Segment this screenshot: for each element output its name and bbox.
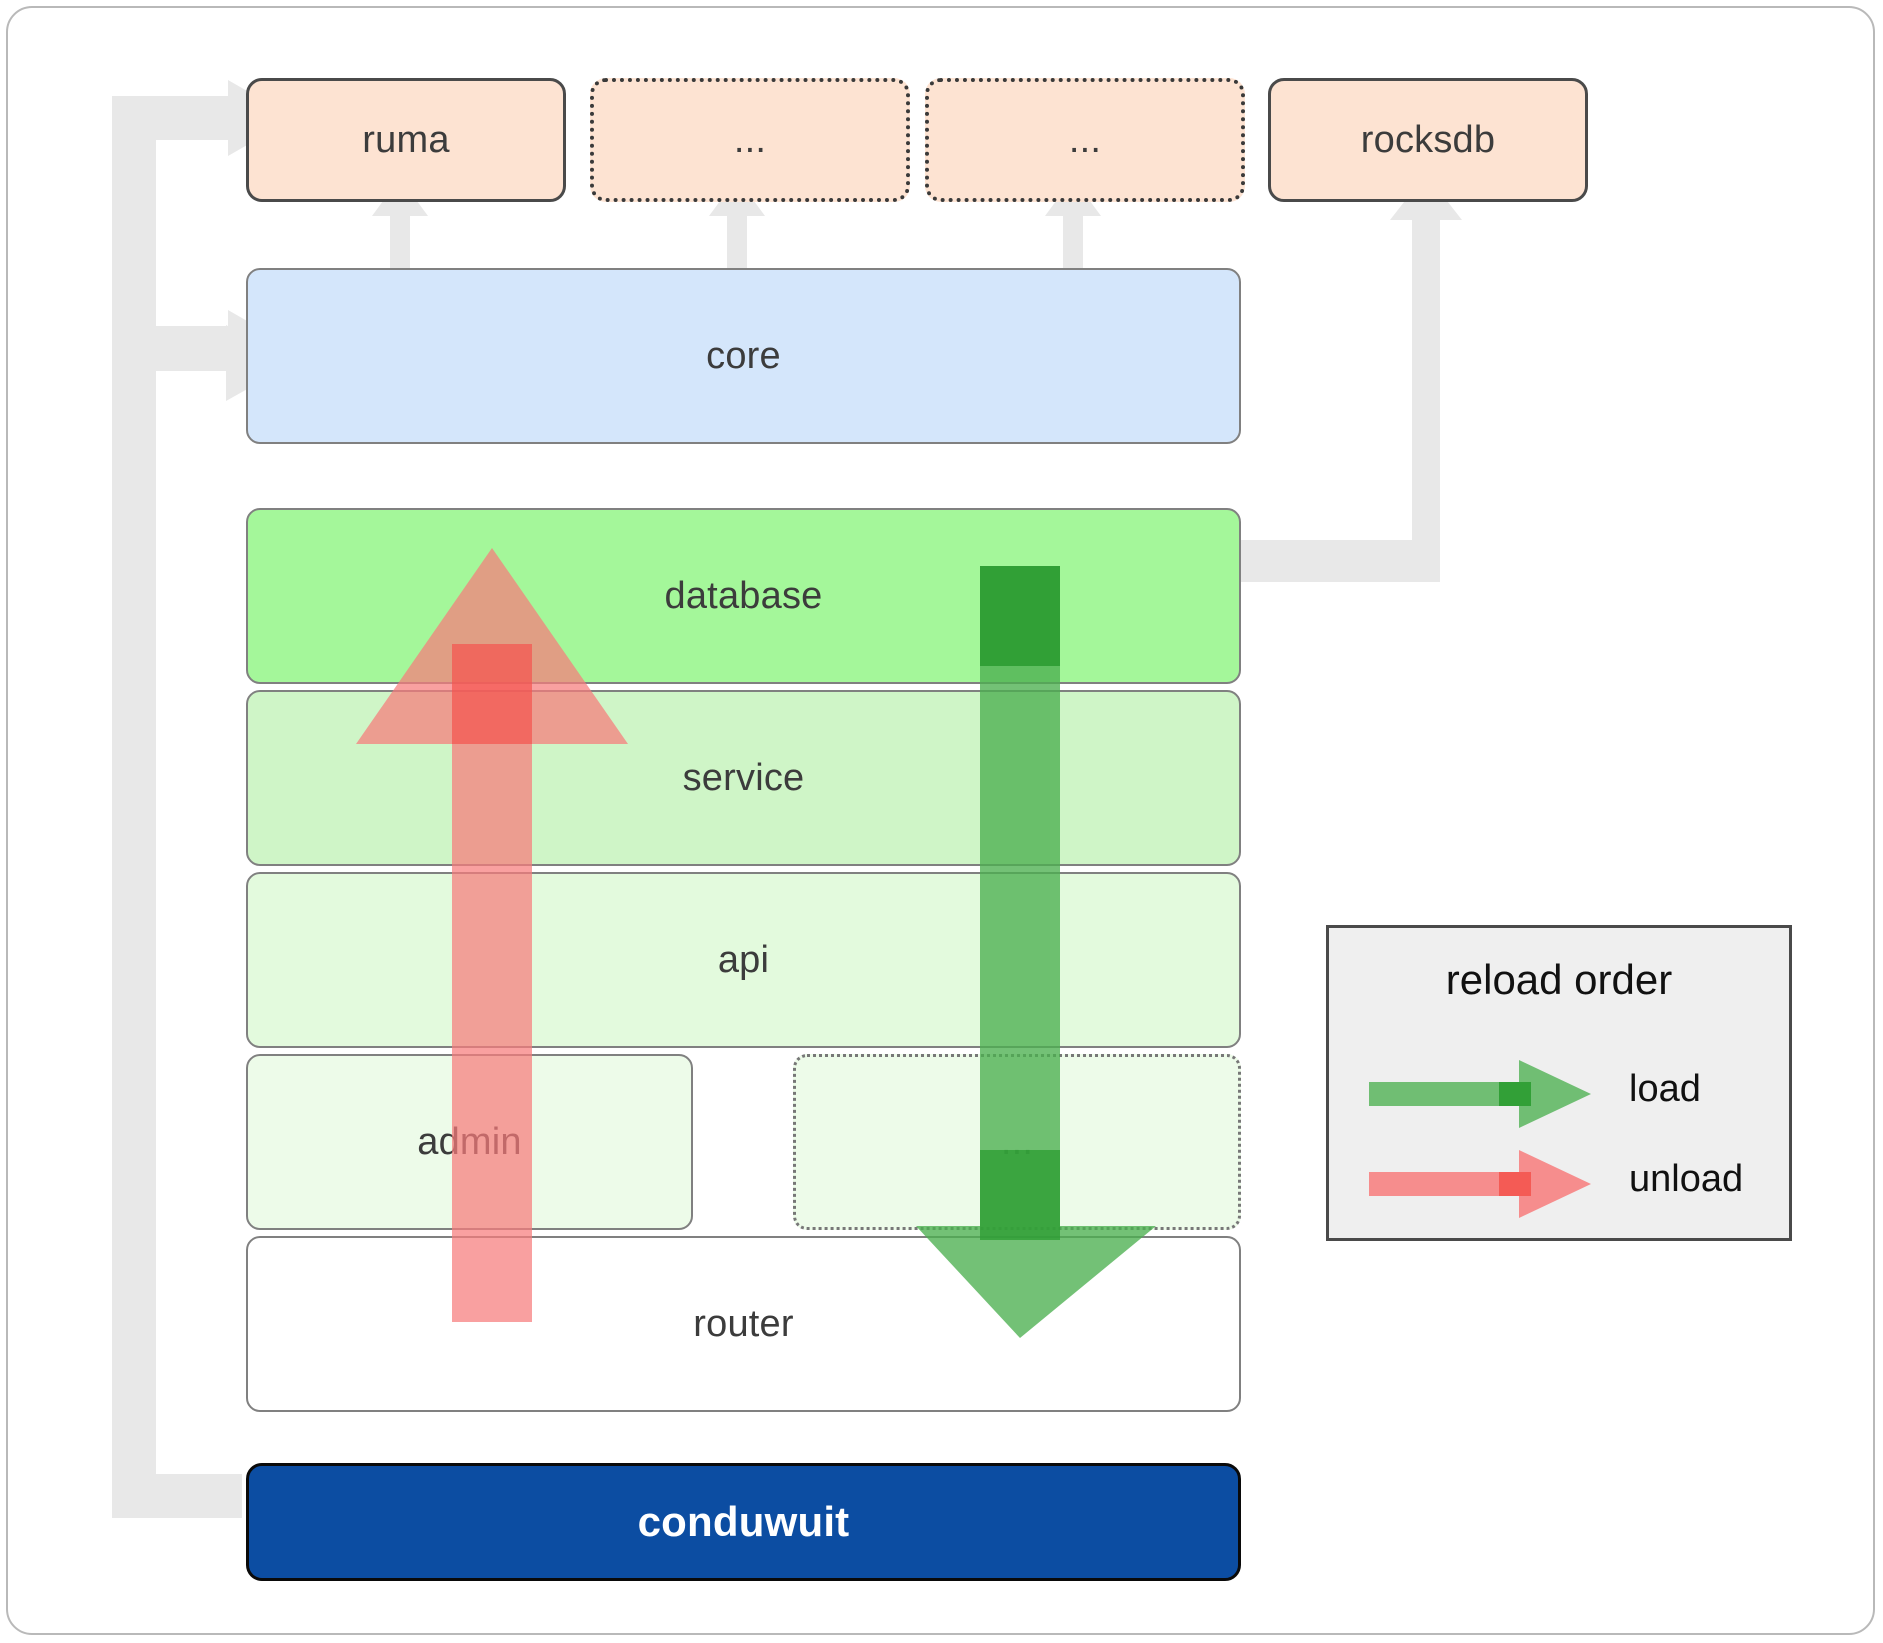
layer-box-api[interactable]: api (246, 872, 1241, 1048)
legend-unload-arrow-icon (1369, 1150, 1591, 1218)
legend-row-unload: unload (1329, 1144, 1789, 1224)
load-arrow-big (916, 566, 1156, 1338)
dependency-box-ellipsis-1[interactable]: ... (590, 78, 910, 202)
unload-arrow-big (356, 548, 628, 1322)
legend-title: reload order (1445, 956, 1673, 1003)
legend-row-load: load (1329, 1054, 1789, 1134)
layer-box-database[interactable]: database (246, 508, 1241, 684)
legend-label-unload: unload (1629, 1158, 1744, 1200)
connector-conduwuit-to-stack (112, 96, 294, 1518)
dependency-box-ellipsis-2[interactable]: ... (925, 78, 1245, 202)
legend-label-load: load (1629, 1068, 1701, 1110)
legend-load-arrow-icon (1369, 1060, 1591, 1128)
binary-box-conduwuit[interactable]: conduwuit (246, 1463, 1241, 1581)
binary-label-conduwuit: conduwuit (637, 1498, 850, 1545)
legend-panel: reload order load unload (1326, 925, 1792, 1241)
connector-database-to-rocksdb (1237, 174, 1462, 582)
